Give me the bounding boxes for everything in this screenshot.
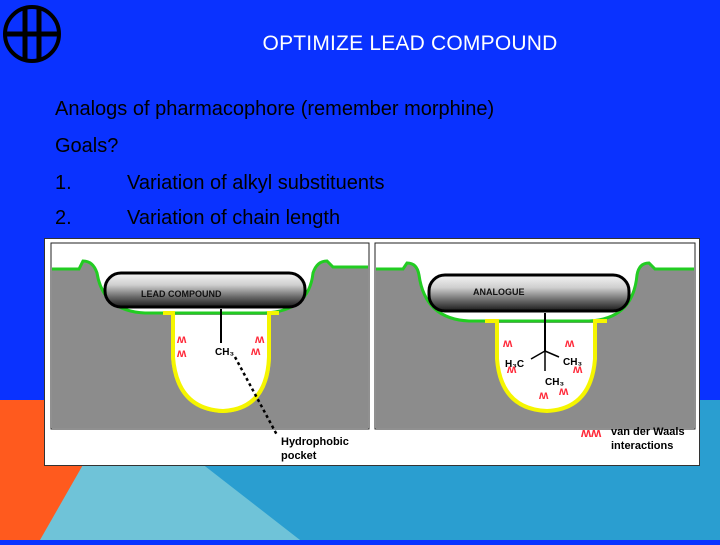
vdw-mark: ʍ [572, 362, 583, 376]
vdw-mark: ʍ [254, 332, 265, 346]
bullet-line-2: Goals? [55, 135, 118, 158]
legend-label-1: van der Waals [611, 426, 685, 438]
legend-label-2: interactions [611, 440, 673, 452]
vdw-mark: ʍ [176, 332, 187, 346]
bullet-text: Goals? [55, 135, 119, 157]
lead-compound-label: LEAD COMPOUND [141, 289, 222, 299]
slide-title: OPTIMIZE LEAD COMPOUND [262, 32, 558, 55]
right-ch3-bottom-label: CH₃ [545, 377, 564, 388]
vdw-mark: ʍ [176, 346, 187, 360]
pocket-leader-line [233, 356, 279, 436]
hydrophobic-label-1: Hydrophobic [281, 436, 349, 448]
bullet-text: Analogs of pharmacophore (remember morph… [55, 98, 495, 120]
vdw-mark: ʍ [506, 362, 517, 376]
vdw-mark: ʍ [558, 384, 569, 398]
analogue-pill [427, 273, 631, 313]
vdw-mark: ʍ [250, 344, 261, 358]
left-ch3-label: CH₃ [215, 347, 234, 358]
item-text: Variation of alkyl substituents [127, 172, 385, 194]
right-h3c-label: H₃C [505, 359, 524, 370]
vdw-mark: ʍ [538, 388, 549, 402]
logo-icon [3, 5, 61, 63]
item-text: Variation of chain length [127, 207, 341, 229]
numbered-item-2: 2. Variation of chain length [55, 207, 340, 230]
lead-compound-pill [103, 271, 307, 309]
vdw-legend-icon: ʍʍ [580, 425, 602, 440]
numbered-item-1: 1. Variation of alkyl substituents [55, 172, 385, 195]
binding-diagram: LEAD COMPOUND CH₃ ʍ ʍ ʍ ʍ Hydrophobic po… [44, 238, 700, 466]
vdw-mark: ʍ [502, 336, 513, 350]
item-number: 2. [55, 207, 72, 229]
item-number: 1. [55, 172, 72, 194]
right-hydrophobic-pocket [485, 319, 607, 414]
bullet-line-1: Analogs of pharmacophore (remember morph… [55, 98, 494, 121]
vdw-mark: ʍ [564, 336, 575, 350]
hydrophobic-label-2: pocket [281, 450, 317, 462]
analogue-label: ANALOGUE [473, 287, 525, 297]
right-ch3-label: CH₃ [563, 357, 582, 368]
